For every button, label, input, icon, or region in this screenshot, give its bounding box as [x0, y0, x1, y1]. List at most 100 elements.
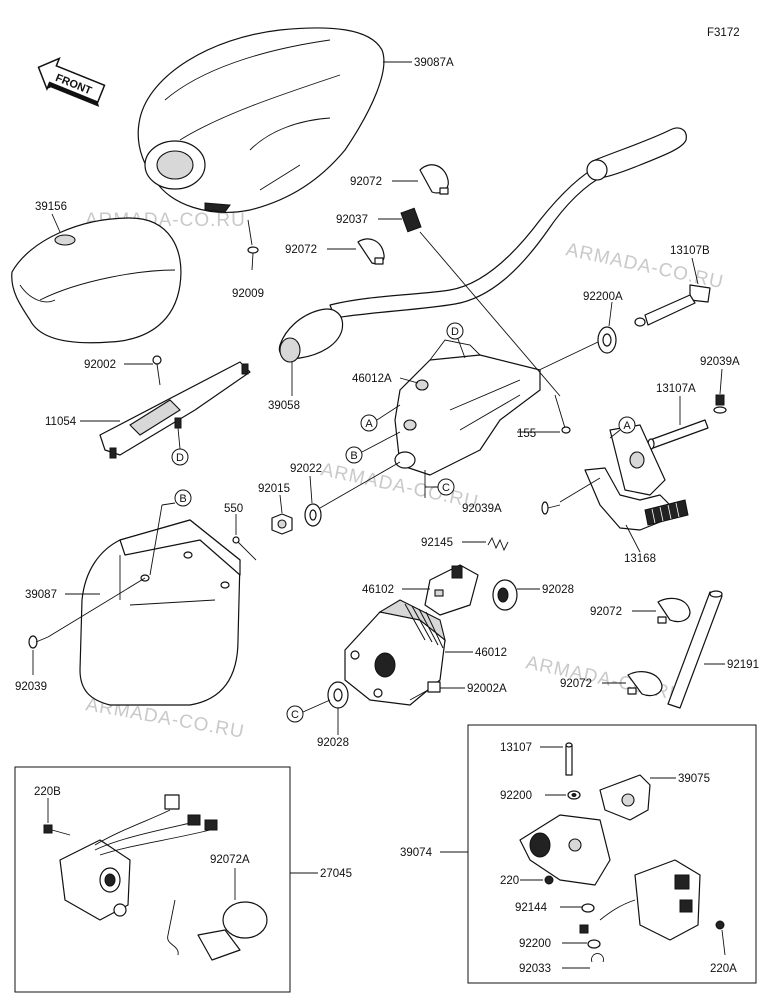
part-label: 220A — [710, 963, 737, 975]
part-label: 92145 — [421, 537, 453, 549]
part-label: 92072 — [285, 244, 317, 256]
part-label: 155 — [517, 428, 536, 440]
screw-220b — [43, 824, 71, 836]
part-label: 92144 — [515, 902, 548, 914]
svg-text:A: A — [623, 420, 631, 432]
bolt-155 — [554, 394, 571, 434]
part-label: 13107A — [656, 383, 696, 395]
hose-92191 — [667, 590, 723, 709]
cover-39156 — [11, 217, 182, 344]
callout-b: B — [149, 489, 192, 576]
callout-a: A — [609, 416, 636, 439]
clamp-band-92072 — [657, 597, 691, 624]
washer-92028 — [327, 681, 349, 709]
part-label: 92028 — [542, 584, 574, 596]
kit-box-39074 — [467, 724, 757, 984]
svg-text:B: B — [179, 493, 186, 505]
washer-92200 — [567, 790, 581, 800]
clamp-band-92072 — [627, 671, 663, 697]
bracket-11054 — [99, 355, 251, 459]
part-label: 39087 — [25, 589, 57, 601]
callout-d: D — [171, 427, 189, 466]
part-label: 92039 — [15, 681, 47, 693]
lever-39075 — [599, 774, 651, 821]
screw-92009 — [247, 219, 259, 271]
screw-92039 — [28, 635, 49, 649]
part-label: 39087A — [414, 57, 454, 69]
kit-box-27045 — [14, 766, 291, 993]
part-label: 92015 — [258, 483, 290, 495]
switch-assembly — [59, 794, 218, 921]
part-label: 39074 — [400, 847, 433, 859]
housing-46012a — [394, 339, 541, 476]
switch-module — [599, 859, 701, 941]
spring-92144 — [581, 903, 595, 913]
part-label: 27045 — [320, 868, 352, 880]
callout-c: C — [424, 470, 455, 498]
part-label: 550 — [224, 503, 243, 515]
callout-c: C — [286, 699, 331, 723]
svg-text:D: D — [176, 452, 184, 464]
part-label: 220 — [500, 875, 519, 887]
part-label: 92200 — [519, 938, 551, 950]
spring-92145 — [487, 536, 509, 552]
svg-text:B: B — [350, 450, 357, 462]
svg-text:D: D — [451, 326, 459, 338]
callout-a: A — [360, 404, 401, 432]
part-label: 92022 — [290, 463, 322, 475]
callout-d: D — [446, 322, 466, 359]
connector-92037 — [400, 207, 422, 233]
part-label: 92002 — [84, 359, 116, 371]
lower-cover-39087 — [79, 519, 241, 706]
svg-text:C: C — [291, 709, 299, 721]
callout-b: B — [345, 431, 401, 464]
screw-220 — [544, 875, 554, 885]
handlebar — [278, 127, 687, 363]
part-label: 13107 — [500, 742, 532, 754]
washer-92200a — [597, 326, 617, 354]
steering-cover-39087a — [137, 27, 385, 213]
part-label: 92191 — [727, 659, 759, 671]
part-label: 92033 — [519, 963, 551, 975]
part-label: 92072 — [590, 606, 622, 618]
part-label: 92039A — [700, 356, 740, 368]
throttle-case-46012 — [344, 599, 446, 706]
clamp-band-92072 — [357, 238, 385, 265]
part-label: 92072A — [210, 854, 250, 866]
part-label: 92200A — [583, 291, 623, 303]
part-label: 92039A — [462, 503, 502, 515]
front-arrow-icon: FRONT — [37, 57, 106, 107]
part-label: 92028 — [317, 737, 349, 749]
part-label: 11054 — [45, 416, 77, 428]
part-label: 13107B — [670, 245, 710, 257]
part-label: 39156 — [35, 201, 67, 213]
washer-92028 — [492, 579, 518, 611]
part-label: 46012 — [475, 647, 507, 659]
washer-92022 — [304, 503, 322, 527]
part-label: 13168 — [624, 553, 656, 565]
switch-46102 — [424, 564, 479, 616]
screw-220a — [715, 920, 725, 930]
part-label: 92072 — [350, 176, 382, 188]
nut-92015 — [271, 513, 293, 535]
part-label: 92072 — [560, 678, 592, 690]
watermark-text: ARMADA-CO.RU — [524, 652, 686, 706]
part-label: 39058 — [268, 400, 300, 412]
pin-13107a — [647, 419, 709, 450]
part-label: 92009 — [232, 288, 264, 300]
pin-13107 — [565, 742, 573, 776]
part-label: 39075 — [678, 773, 710, 785]
screw-92039a — [713, 394, 727, 414]
svg-text:A: A — [365, 418, 373, 430]
lever-housing — [519, 814, 611, 886]
bolt-13107b — [634, 284, 711, 327]
washer-92200 — [587, 939, 601, 949]
figure-code: F3172 — [707, 27, 740, 39]
bolt-92002a — [409, 681, 441, 701]
screw-92039a — [541, 501, 561, 515]
part-label: 92200 — [500, 790, 532, 802]
clamp-92072a — [167, 899, 268, 961]
circlip-92033 — [591, 953, 604, 963]
clamp-band-92072 — [419, 164, 449, 195]
